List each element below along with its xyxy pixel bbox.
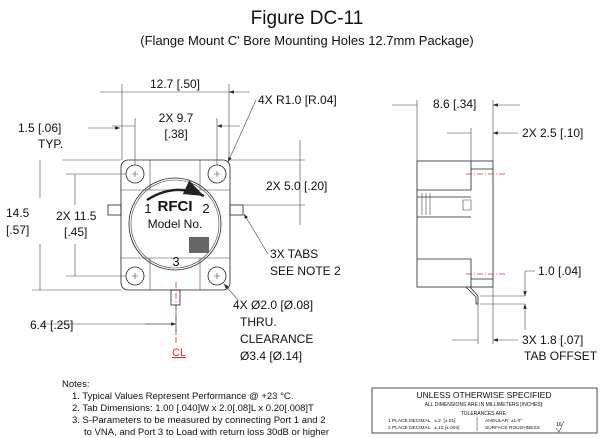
holes-note-1: 4X Ø2.0 [Ø.08] xyxy=(233,298,313,312)
holes-note-2: THRU. xyxy=(240,315,277,329)
note-1: 1. Typical Values Represent Performance … xyxy=(72,391,293,402)
note-3: 3. S-Parameters to be measured by connec… xyxy=(72,415,325,426)
figure-subtitle: (Flange Mount C' Bore Mounting Holes 12.… xyxy=(140,33,473,48)
note-2: 2. Tab Dimensions: 1.00 [.040]W x 2.0[.0… xyxy=(72,403,314,414)
tb-units: ALL DIMENSIONS ARE IN MILLIMETERS [INCHE… xyxy=(425,402,544,408)
dim-hole-spacing-x: 2X 9.7 xyxy=(159,111,194,125)
tb-heading: UNLESS OTHERWISE SPECIFIED xyxy=(417,390,552,400)
top-view: RFCI 1 2 3 Model No. CL 12.7 [.50] 2X 9.… xyxy=(6,77,341,363)
side-view: 8.6 [.34] 2X 2.5 [.10] 1.0 [.04] 3X 1.8 … xyxy=(392,97,598,363)
surface-finish-icon xyxy=(555,420,565,433)
holes-note-3: CLEARANCE xyxy=(240,332,313,346)
dim-tab-spacing: 2X 5.0 [.20] xyxy=(266,179,327,193)
housing-circle xyxy=(128,177,222,271)
tab-port2 xyxy=(229,204,244,216)
side-body xyxy=(416,160,494,288)
title-block: UNLESS OTHERWISE SPECIFIED ALL DIMENSION… xyxy=(371,387,598,434)
tabs-note-2: SEE NOTE 2 xyxy=(270,264,341,278)
brand-label: RFCI xyxy=(158,198,193,215)
tabs-note-1: 3X TABS xyxy=(270,247,318,261)
notes-heading: Notes: xyxy=(62,379,89,390)
notes: Notes: 1. Typical Values Represent Perfo… xyxy=(62,379,329,438)
holes-note-4: Ø3.4 [Ø.14] xyxy=(240,349,302,363)
port-1-label: 1 xyxy=(144,201,151,216)
tb-roughness: SURFACE ROUGHNESS xyxy=(485,425,540,431)
tab-port3 xyxy=(170,289,181,306)
model-label: Model No. xyxy=(148,217,203,231)
note-3-cont: to VNA, and Port 3 to Load with return l… xyxy=(84,427,329,438)
circulation-arrow-icon xyxy=(146,180,205,202)
qr-code-icon xyxy=(189,237,209,253)
dim-port3-offset: 6.4 [.25] xyxy=(30,318,73,332)
port-2-label: 2 xyxy=(202,201,209,216)
dim-radius: 4X R1.0 [R.04] xyxy=(258,93,337,107)
dim-height-in: [.57] xyxy=(6,223,29,237)
dim-depth: 8.6 [.34] xyxy=(433,97,476,111)
centerline-label: CL xyxy=(172,347,186,359)
tb-roughness-value: 16 xyxy=(556,422,562,428)
tab-port1 xyxy=(107,204,122,216)
dim-hole-spacing-y-in: [.45] xyxy=(64,225,87,239)
dim-tab-drop: 1.0 [.04] xyxy=(538,264,581,278)
dim-width: 12.7 [.50] xyxy=(150,77,200,91)
dim-height: 14.5 xyxy=(6,206,30,220)
tb-angular: ANGULAR: ±1.0° xyxy=(485,418,522,424)
flange-body xyxy=(120,159,231,291)
dim-flange-thickness: 2X 2.5 [.10] xyxy=(522,126,583,140)
dim-tab-offset-label: TAB OFFSET xyxy=(524,349,598,363)
dim-tab-offset: 3X 1.8 [.07] xyxy=(522,333,583,347)
figure-title: Figure DC-11 xyxy=(251,8,364,29)
dim-hole-spacing-x-in: [.38] xyxy=(164,127,187,141)
tb-tolerances: TOLERANCES ARE: xyxy=(461,411,508,417)
dim-flange-edge: 1.5 [.06] xyxy=(18,121,61,135)
dim-hole-spacing-y: 2X 11.5 xyxy=(56,209,97,223)
tb-place1: 1 PLACE DECIMAL ±.2 [±.01] xyxy=(388,418,455,424)
dim-flange-edge-typ: TYP. xyxy=(38,137,63,151)
port-3-label: 3 xyxy=(172,254,179,269)
tb-place2: 2 PLACE DECIMAL ±.10 [±.004] xyxy=(388,425,459,431)
